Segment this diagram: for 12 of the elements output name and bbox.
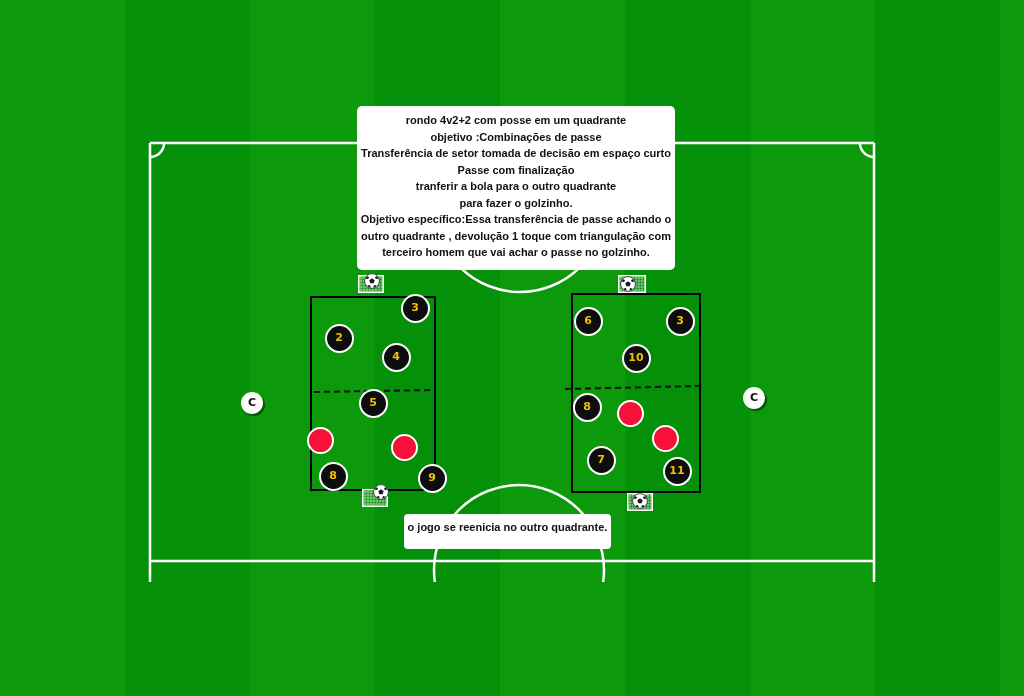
drill-zone [571, 293, 701, 493]
description-text: objetivo :Combinações de passe [429, 129, 603, 145]
description-text: tranferir a bola para o outro quadrante [414, 179, 618, 194]
drill-zone [310, 296, 436, 491]
heading-text: rondo 4v2+2 com posse em um quadrante [404, 113, 628, 128]
note-card [404, 514, 611, 549]
description-text: Passe com finalização [456, 162, 576, 178]
info-card [357, 106, 675, 270]
note-text: o jogo se reenicia no outro quadrante. [407, 521, 608, 533]
description-text: para fazer o golzinho. [458, 195, 574, 211]
description-text: Transferência de setor tomada de decisão em espaço curto [360, 146, 672, 161]
description-text: Objetivo específico:Essa transferência de passe achando o outro quadrante , devolução 1 toque com triangulação com terceiro homem que vai achar o passe no golzinho. [359, 212, 673, 260]
